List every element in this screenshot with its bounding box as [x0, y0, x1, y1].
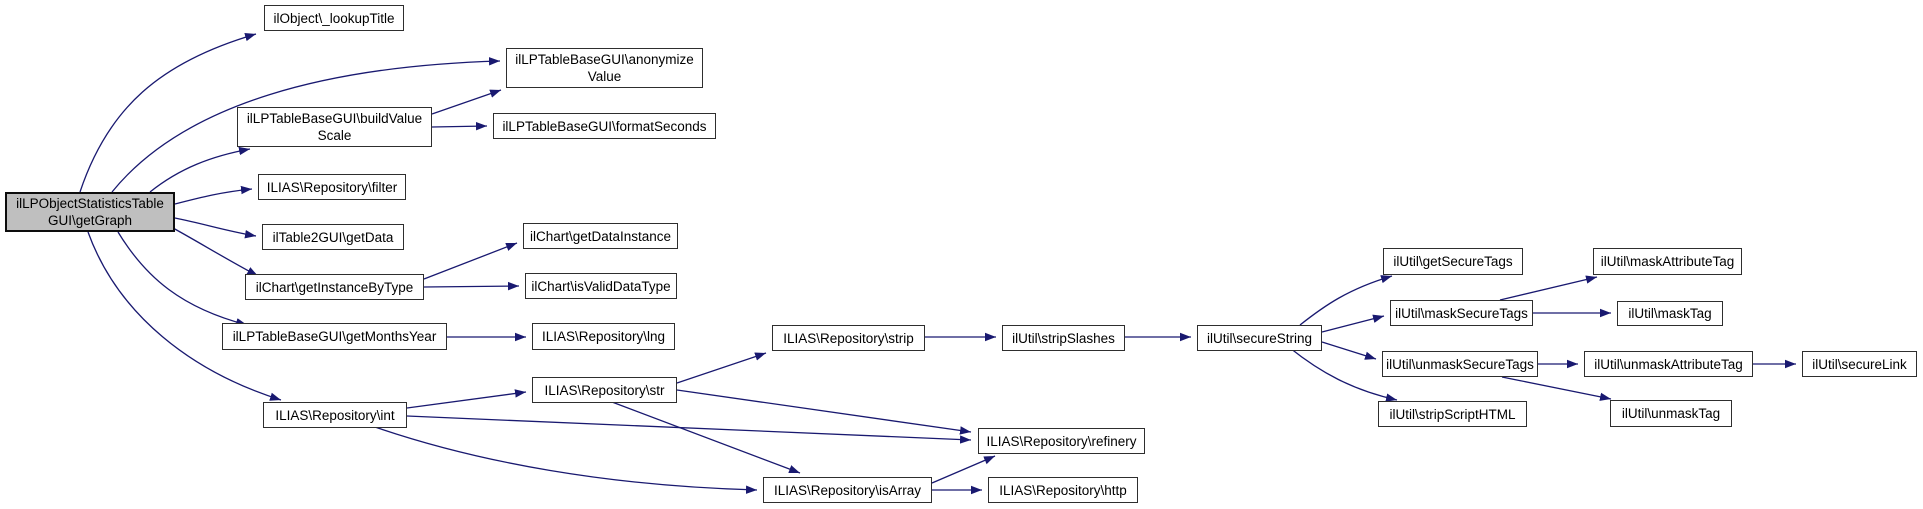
node-lookupTitle[interactable]: ilObject\_lookupTitle	[264, 5, 404, 31]
edge-buildValueScale-to-anonymizeValue	[431, 89, 502, 115]
edge-int-to-refinery	[406, 415, 972, 444]
edge-getGraph-to-lookupTitle	[79, 33, 257, 193]
edge-secureString-to-getSecureTags	[1299, 275, 1393, 326]
edge-str-to-isArray	[611, 401, 801, 474]
edge-secureString-to-unmaskSecureTags	[1321, 341, 1377, 360]
edge-getGraph-to-getInstanceByType	[172, 227, 259, 277]
edge-str-to-strip	[676, 352, 767, 384]
node-stripScriptHTML[interactable]: ilUtil\stripScriptHTML	[1378, 401, 1527, 427]
node-maskAttributeTag[interactable]: ilUtil\maskAttributeTag	[1593, 248, 1742, 275]
edge-secureString-to-stripScriptHTML	[1289, 347, 1398, 402]
edge-getGraph-to-buildValueScale	[149, 146, 251, 193]
edge-buildValueScale-to-formatSeconds	[431, 122, 488, 131]
node-refinery[interactable]: ILIAS\Repository\refinery	[978, 428, 1145, 454]
node-maskTag[interactable]: ilUtil\maskTag	[1617, 301, 1723, 326]
edge-maskSecureTags-to-maskAttributeTag	[1499, 275, 1598, 301]
node-getInstanceByType[interactable]: ilChart\getInstanceByType	[245, 274, 424, 300]
edge-int-to-str	[406, 389, 527, 409]
edge-getGraph-to-int	[87, 231, 282, 401]
edge-getGraph-to-anonymizeValue	[111, 57, 501, 193]
node-stripSlashes[interactable]: ilUtil\stripSlashes	[1002, 325, 1125, 351]
node-secureLink[interactable]: ilUtil\secureLink	[1802, 351, 1917, 377]
node-str[interactable]: ILIAS\Repository\str	[532, 377, 677, 403]
edge-getInstanceByType-to-isValidDataType	[423, 281, 520, 291]
node-isValidDataType[interactable]: ilChart\isValidDataType	[525, 273, 677, 299]
node-unmaskTag[interactable]: ilUtil\unmaskTag	[1610, 400, 1732, 427]
node-getData[interactable]: ilTable2GUI\getData	[262, 224, 404, 250]
node-isArray[interactable]: ILIAS\Repository\isArray	[763, 477, 932, 503]
node-unmaskSecureTags[interactable]: ilUtil\unmaskSecureTags	[1382, 351, 1538, 377]
node-getMonthsYear[interactable]: ilLPTableBaseGUI\getMonthsYear	[222, 323, 447, 350]
node-lng[interactable]: ILIAS\Repository\lng	[532, 323, 675, 350]
edge-str-to-refinery	[676, 389, 972, 435]
node-formatSeconds[interactable]: ilLPTableBaseGUI\formatSeconds	[493, 113, 716, 139]
node-strip[interactable]: ILIAS\Repository\strip	[772, 325, 925, 351]
node-getDataInstance[interactable]: ilChart\getDataInstance	[523, 223, 678, 249]
node-getSecureTags[interactable]: ilUtil\getSecureTags	[1383, 248, 1523, 275]
node-int[interactable]: ILIAS\Repository\int	[263, 402, 407, 428]
node-anonymizeValue[interactable]: ilLPTableBaseGUI\anonymize Value	[506, 48, 703, 88]
edge-getGraph-to-filter	[174, 185, 253, 205]
node-buildValueScale[interactable]: ilLPTableBaseGUI\buildValue Scale	[237, 107, 432, 147]
node-getGraph[interactable]: ilLPObjectStatisticsTable GUI\getGraph	[5, 192, 175, 232]
edge-getInstanceByType-to-getDataInstance	[423, 242, 518, 280]
edge-secureString-to-maskSecureTags	[1321, 314, 1385, 333]
node-secureString[interactable]: ilUtil\secureString	[1197, 325, 1322, 351]
node-filter[interactable]: ILIAS\Repository\filter	[258, 174, 406, 200]
node-unmaskAttributeTag[interactable]: ilUtil\unmaskAttributeTag	[1584, 351, 1753, 377]
edge-getGraph-to-getData	[174, 217, 257, 239]
edge-int-to-isArray	[374, 426, 758, 494]
edge-unmaskSecureTags-to-unmaskTag	[1501, 376, 1612, 401]
edge-getGraph-to-getMonthsYear	[117, 231, 248, 327]
node-maskSecureTags[interactable]: ilUtil\maskSecureTags	[1390, 300, 1533, 326]
edge-isArray-to-refinery	[931, 455, 996, 484]
node-http[interactable]: ILIAS\Repository\http	[988, 477, 1138, 503]
